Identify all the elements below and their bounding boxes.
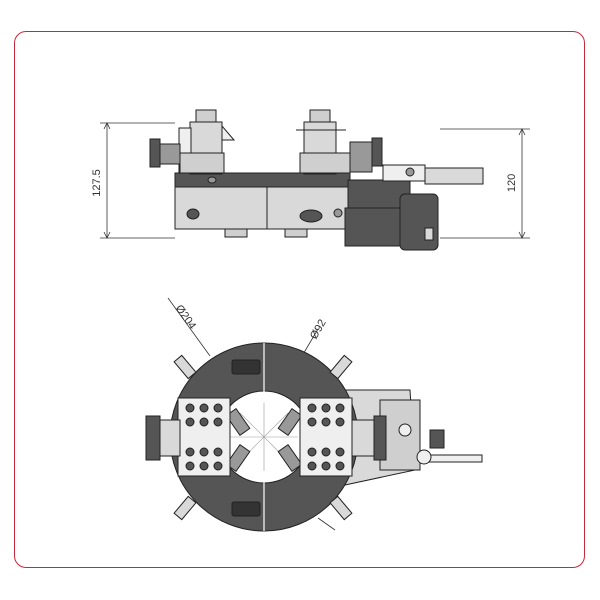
- side-lever-assembly: [344, 164, 484, 251]
- top-view: Ø204 Ø92: [145, 297, 483, 532]
- height-right-label: 120: [506, 174, 518, 192]
- dimension-height-right: [440, 128, 530, 239]
- dimension-height-left: [100, 122, 175, 239]
- drawing-frame: [14, 31, 585, 568]
- height-left-label: 127.5: [91, 169, 103, 197]
- top-right-clamp: [299, 397, 387, 477]
- inner-diameter-label: Ø92: [308, 317, 329, 341]
- top-left-clamp: [145, 397, 231, 477]
- side-right-clamp: [296, 109, 383, 175]
- side-view: 127.5 120: [91, 109, 530, 251]
- side-body: [174, 172, 351, 238]
- top-jaws: [225, 408, 303, 472]
- diameter-leaders: [167, 297, 336, 531]
- side-left-clamp: [149, 109, 236, 175]
- outer-diameter-label: Ø204: [173, 303, 198, 332]
